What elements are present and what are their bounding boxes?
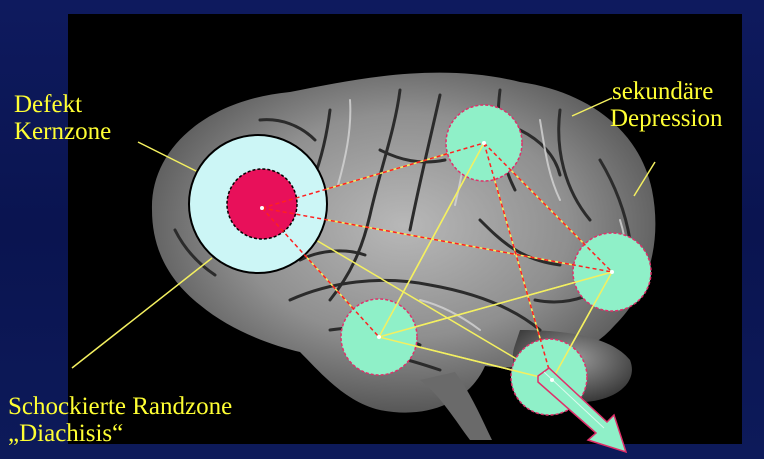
label-diachisis: „Diachisis“ [8,420,124,447]
label-depression: Depression [610,105,723,132]
label-randzone: Schockierte Randzone [8,393,233,420]
yellow-leader-randzone [71,257,213,369]
yellow-leader-sekundaer [571,97,613,117]
red-connection [261,207,380,338]
label-kernzone: Kernzone [14,118,112,145]
yellow-connection [378,271,613,338]
red-connections [261,142,613,381]
red-connection [261,142,485,209]
label-sekundaere: sekundäre [612,78,714,105]
defect-core [226,168,298,240]
red-connection [483,142,553,381]
label-defekt: Defekt [14,91,83,118]
yellow-connection [551,271,613,381]
red-connection [483,142,613,273]
red-connection [261,207,613,273]
yellow-connection [378,142,485,338]
yellow-leader-depression [633,161,656,197]
outflow-arrow-icon [537,367,628,454]
label-schockierte-randzone: Schockierte Randzone „Diachisis“ [8,393,232,447]
yellow-connection [378,336,553,381]
label-defekt-kernzone: Defekt Kernzone [14,91,111,145]
label-sekundaere-depression: sekundäre Depression [610,78,723,132]
